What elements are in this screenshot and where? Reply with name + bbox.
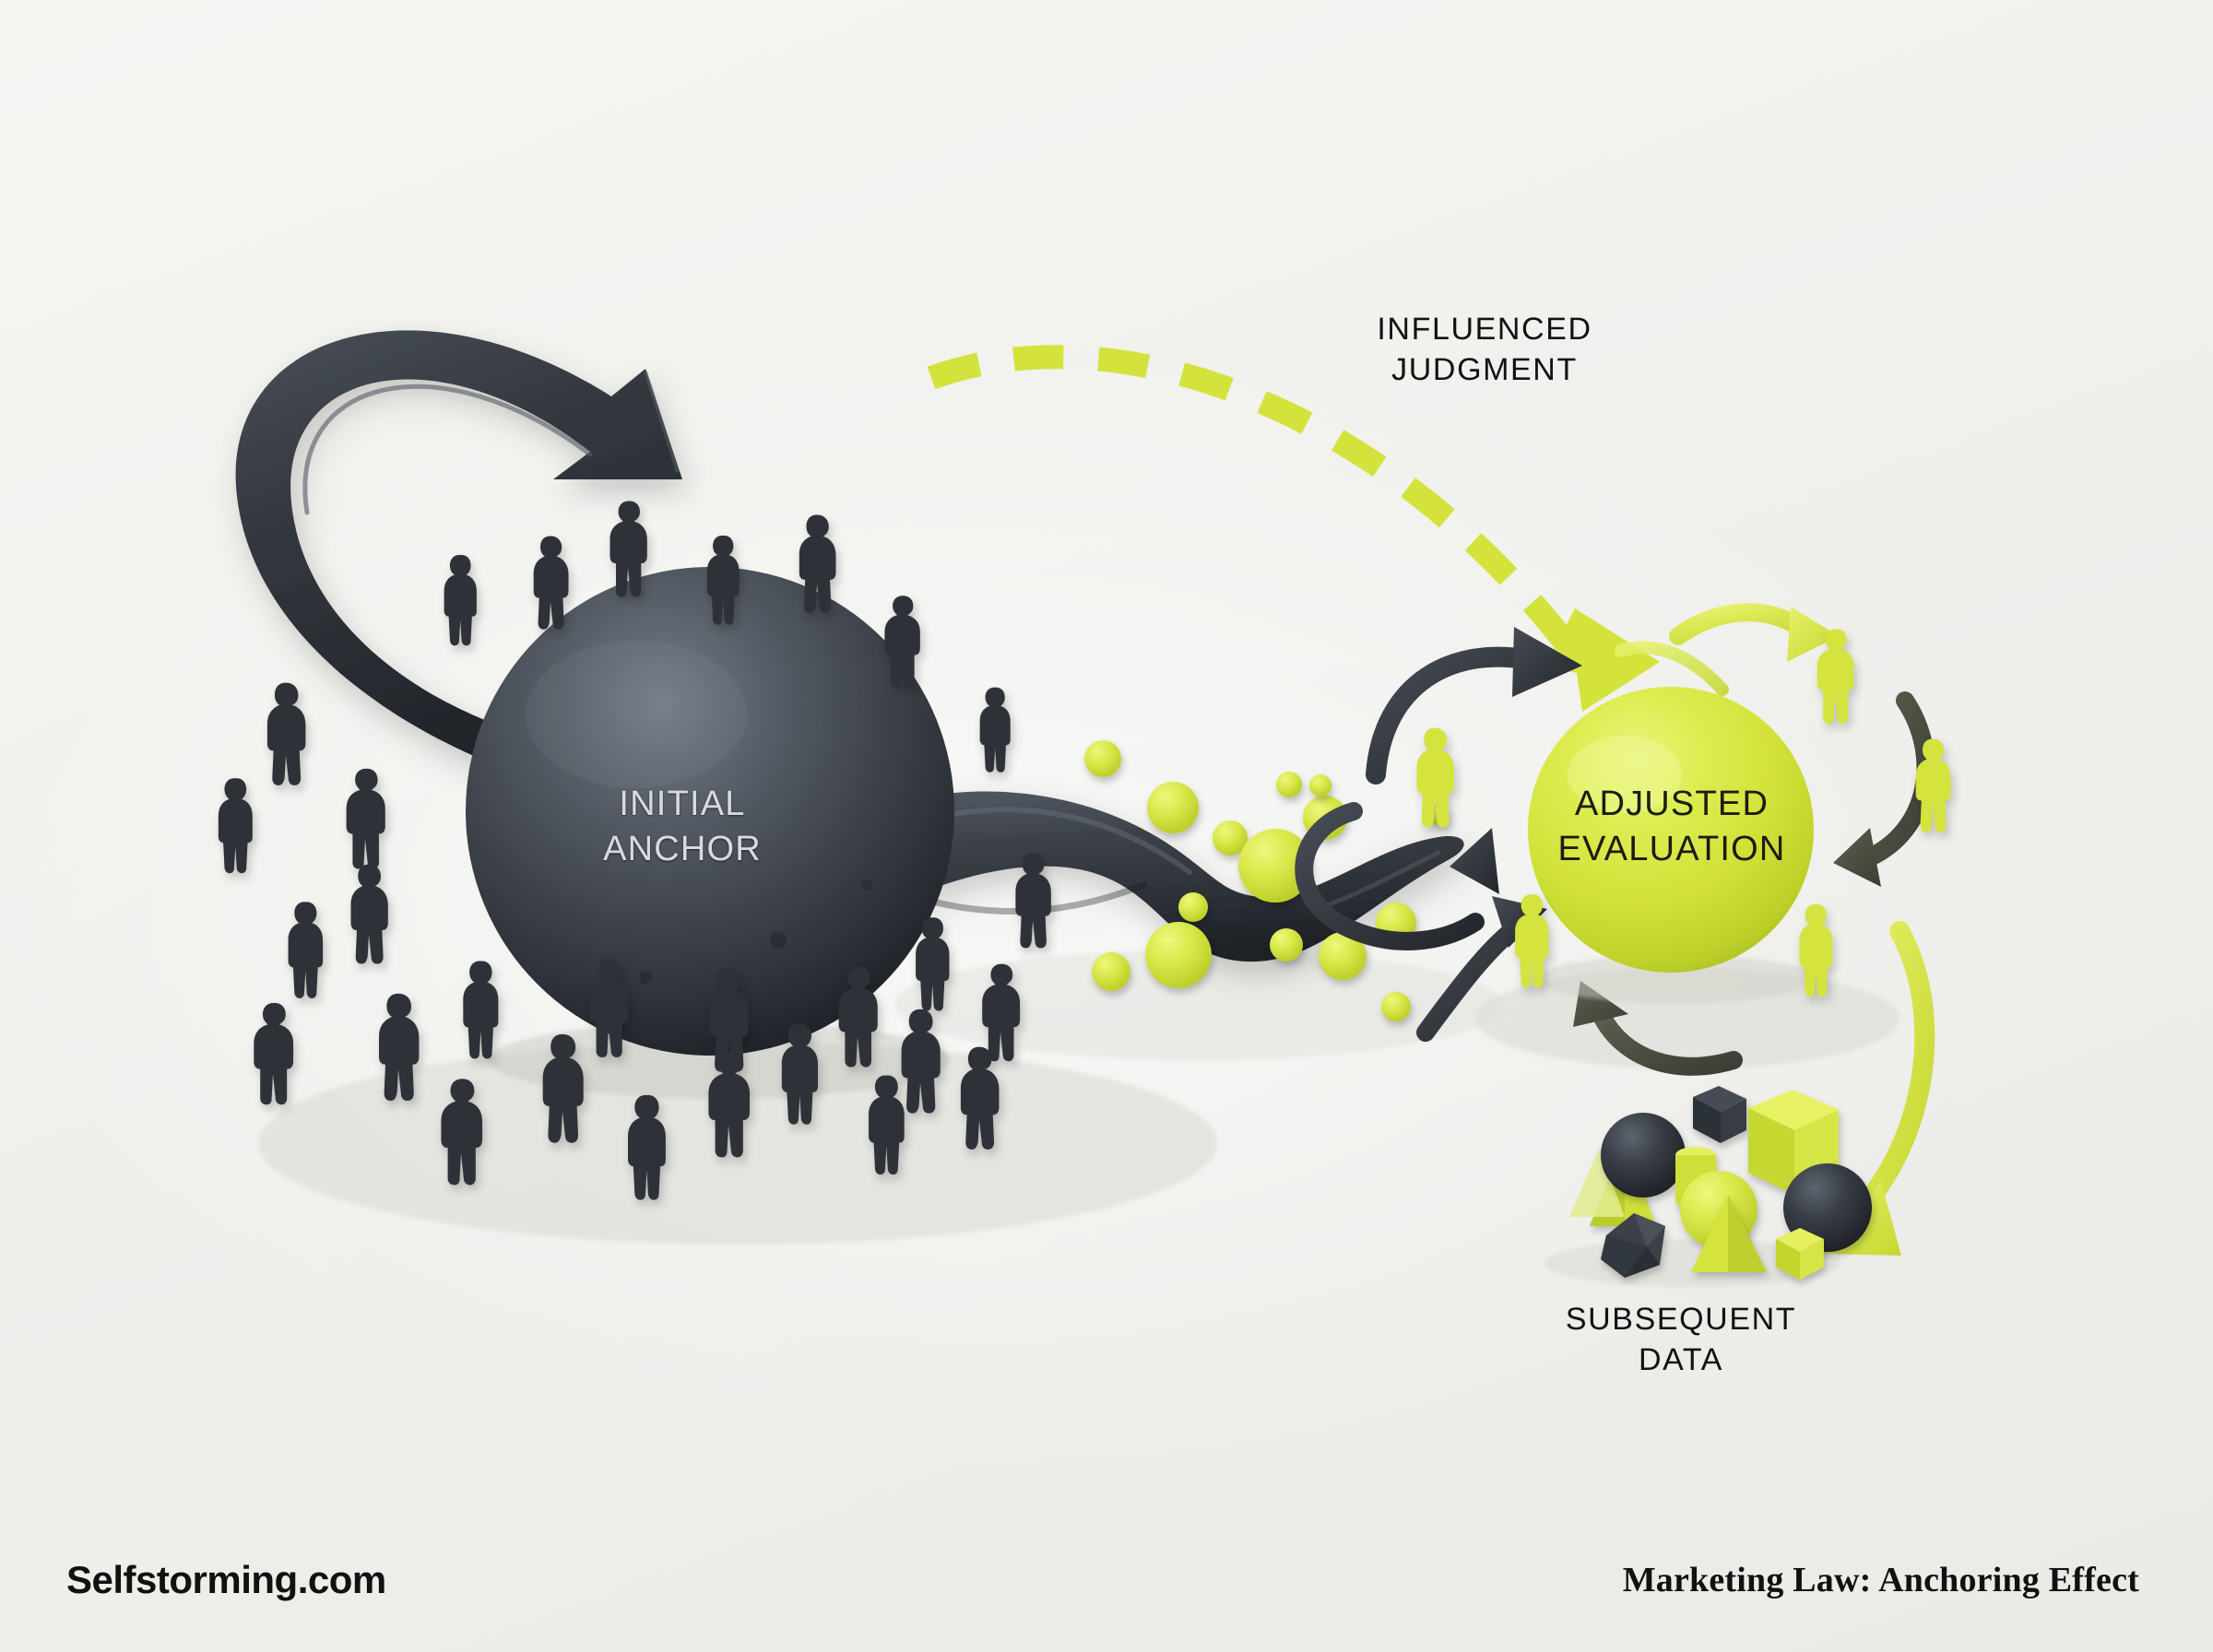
influenced-judgment-arrow (927, 345, 1660, 712)
subsequent-data-shapes (1544, 1086, 1872, 1287)
label-initial-anchor: INITIAL ANCHOR (603, 785, 762, 869)
brand-wordmark: Selfstorming.com (66, 1558, 386, 1601)
title-caption: Marketing Law: Anchoring Effect (1622, 1561, 2139, 1599)
label-subsequent-data: SUBSEQUENT DATA (1565, 1302, 1797, 1377)
label-influenced-judgment: INFLUENCED JUDGMENT (1377, 312, 1592, 387)
label-adjusted-evaluation: ADJUSTED EVALUATION (1557, 785, 1786, 869)
adjusted-evaluation-sphere (1528, 687, 1817, 1003)
anchor-loop-arrow (235, 330, 683, 773)
